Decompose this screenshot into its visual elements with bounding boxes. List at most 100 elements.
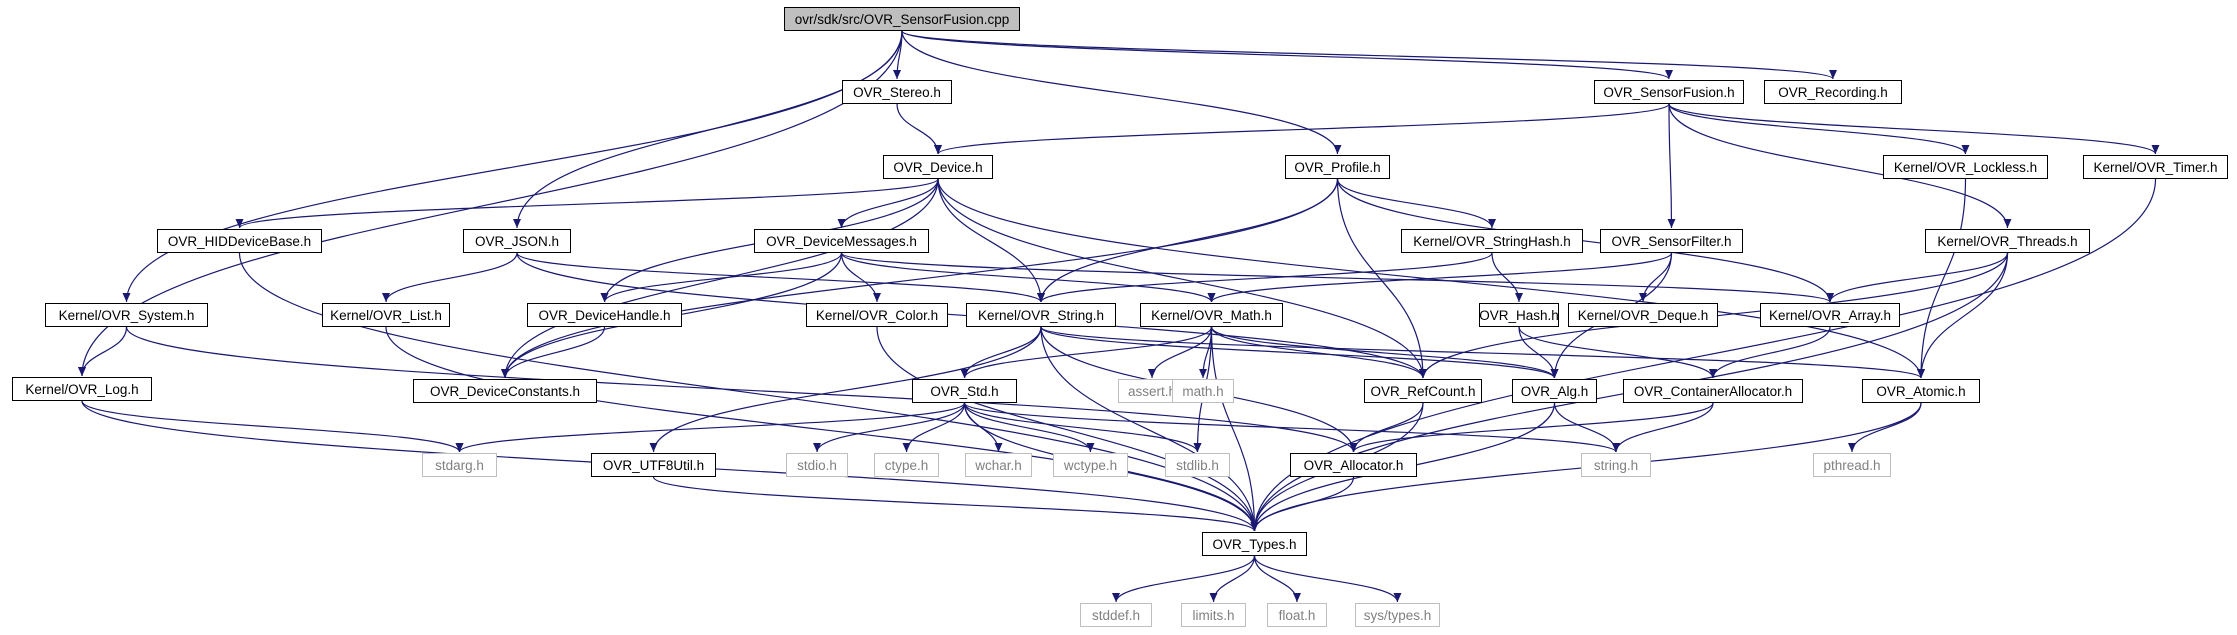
node-array[interactable]: Kernel/OVR_Array.h [1760,303,1900,327]
node-hash[interactable]: OVR_Hash.h [1479,303,1559,327]
node-pthread[interactable]: pthread.h [1813,453,1891,477]
root-file-node[interactable]: ovr/sdk/src/OVR_SensorFusion.cpp [784,7,1020,31]
node-list[interactable]: Kernel/OVR_List.h [322,303,450,327]
edge-std-to-ctype [902,402,966,453]
node-stringhash[interactable]: Kernel/OVR_StringHash.h [1401,229,1583,253]
edge-threads-to-atomic [1917,252,2009,379]
node-types[interactable]: OVR_Types.h [1202,532,1307,556]
node-atomic[interactable]: OVR_Atomic.h [1862,379,1980,403]
edge-sensorfusion-to-threads [1668,103,2012,229]
edge-std-to-wctype [963,402,1095,453]
edge-containerallocator-to-allocator [1349,402,1714,453]
node-sensorfusion[interactable]: OVR_SensorFusion.h [1594,80,1744,104]
edge-types-to-limits [1209,555,1256,603]
node-timer[interactable]: Kernel/OVR_Timer.h [2083,155,2228,179]
edge-json-to-list [382,252,518,303]
edge-stringhash-to-hash [1491,252,1523,303]
node-stereo[interactable]: OVR_Stereo.h [842,80,952,104]
node-assert[interactable]: assert.h [1118,379,1186,403]
edge-math-to-alg [1210,326,1559,379]
edge-device-to-hiddevicebase [235,178,939,229]
node-float[interactable]: float.h [1267,603,1327,627]
edge-math-to-refcount [1210,326,1427,379]
node-deque[interactable]: Kernel/OVR_Deque.h [1568,303,1718,327]
edge-types-to-float [1253,555,1301,603]
edge-alg-to-stringh [1553,402,1620,453]
edge-std-to-stdlib [963,402,1202,453]
node-alg[interactable]: OVR_Alg.h [1512,379,1597,403]
edge-profile-to-array [1336,178,1834,303]
edge-profile-to-string [1037,178,1339,303]
node-wchar[interactable]: wchar.h [965,453,1032,477]
node-mathh[interactable]: math.h [1172,379,1234,403]
node-stdlib[interactable]: stdlib.h [1165,453,1230,477]
edge-atomic-to-pthread [1848,402,1922,453]
node-threads[interactable]: Kernel/OVR_Threads.h [1925,229,2090,253]
node-stringh[interactable]: string.h [1581,453,1651,477]
node-lockless[interactable]: Kernel/OVR_Lockless.h [1883,155,2048,179]
edge-root-to-profile [901,30,1342,155]
edge-array-to-containerallocator [1709,326,1831,379]
node-sensorfilter[interactable]: OVR_SensorFilter.h [1600,229,1743,253]
edge-stereo-to-device [896,103,942,155]
edge-devicemessages-to-color [840,252,881,303]
edge-math-to-std [960,326,1213,379]
node-deviceconstants[interactable]: OVR_DeviceConstants.h [413,379,597,403]
edge-log-to-stdarg [81,400,464,453]
node-devicehandle[interactable]: OVR_DeviceHandle.h [527,303,682,327]
node-hiddevicebase[interactable]: OVR_HIDDeviceBase.h [157,229,322,253]
edge-utf8util-to-types [652,476,1259,532]
edge-string-to-alg [1040,326,1559,379]
node-math[interactable]: Kernel/OVR_Math.h [1140,303,1283,327]
edge-sensorfilter-to-math [1207,252,1673,303]
edge-allocator-to-types [1250,476,1355,532]
edge-threads-to-array [1826,252,2009,303]
edge-sensorfusion-to-sensorfilter [1667,103,1676,229]
node-systypes[interactable]: sys/types.h [1355,603,1440,627]
edge-lockless-to-atomic [1917,178,1967,379]
edge-stringhash-to-string [1037,252,1493,303]
edge-root-to-system [122,30,903,303]
edge-system-to-log [78,326,128,377]
edge-json-to-string [516,252,1045,303]
edge-device-to-devicemessages [837,178,939,229]
edge-std-to-stdio [813,402,966,453]
edge-root-to-recording [901,30,1837,80]
node-recording[interactable]: OVR_Recording.h [1764,80,1902,104]
node-json[interactable]: OVR_JSON.h [463,229,571,253]
node-ctype[interactable]: ctype.h [874,453,939,477]
node-stdarg[interactable]: stdarg.h [422,453,497,477]
node-system[interactable]: Kernel/OVR_System.h [45,303,208,327]
edge-string-to-atomic [1040,326,1925,379]
edge-sensorfusion-to-lockless [1668,103,1970,155]
node-device[interactable]: OVR_Device.h [883,155,993,179]
node-limits[interactable]: limits.h [1181,603,1246,627]
node-stddef[interactable]: stddef.h [1080,603,1152,627]
edge-sensorfusion-to-device [934,103,1670,155]
edge-devicehandle-to-deviceconstants [501,326,606,379]
node-log[interactable]: Kernel/OVR_Log.h [12,377,152,401]
node-string[interactable]: Kernel/OVR_String.h [966,303,1116,327]
node-refcount[interactable]: OVR_RefCount.h [1364,379,1482,403]
edge-profile-to-stringhash [1336,178,1496,229]
edge-hash-to-containerallocator [1518,326,1717,379]
node-devicemessages[interactable]: OVR_DeviceMessages.h [754,229,929,253]
node-profile[interactable]: OVR_Profile.h [1285,155,1390,179]
edge-hiddevicebase-to-types [238,252,1259,532]
edge-color-to-types [876,326,1259,532]
node-utf8util[interactable]: OVR_UTF8Util.h [591,453,716,477]
edge-types-to-stddef [1112,555,1256,603]
edge-device-to-deviceconstants [501,178,939,379]
node-std[interactable]: OVR_Std.h [912,379,1017,403]
edge-std-to-stdarg [455,402,966,453]
edge-containerallocator-to-stringh [1612,402,1714,453]
edge-device-to-refcount [937,178,1427,379]
edge-devicemessages-to-devicehandle [600,252,843,303]
node-wctype[interactable]: wctype.h [1053,453,1128,477]
node-containerallocator[interactable]: OVR_ContainerAllocator.h [1623,379,1803,403]
node-stdio[interactable]: stdio.h [786,453,848,477]
edge-sensorfusion-to-timer [1668,103,2160,155]
edge-string-to-types [1040,326,1259,532]
node-allocator[interactable]: OVR_Allocator.h [1290,453,1417,477]
node-color[interactable]: Kernel/OVR_Color.h [806,303,948,327]
